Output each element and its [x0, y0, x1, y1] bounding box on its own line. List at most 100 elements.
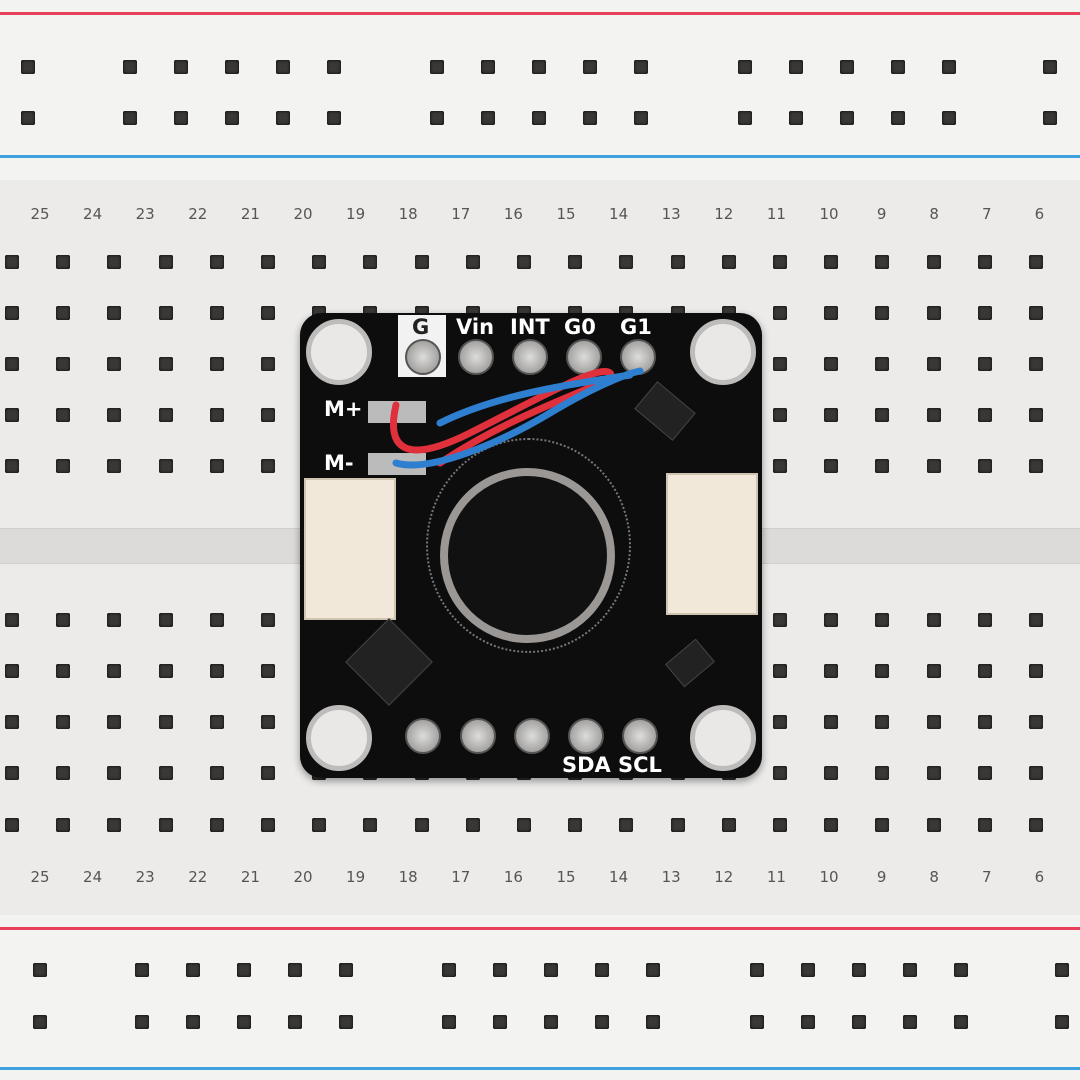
- breadboard-hole: [773, 459, 787, 473]
- breadboard-hole: [339, 1015, 353, 1029]
- column-number: 6: [1034, 868, 1045, 886]
- column-number: 17: [451, 868, 471, 886]
- breadboard-hole: [21, 111, 35, 125]
- breadboard-hole: [977, 357, 992, 371]
- mounting-hole: [690, 705, 756, 771]
- breadboard-hole: [595, 1015, 609, 1029]
- breadboard-hole: [773, 818, 787, 832]
- breadboard-hole: [363, 255, 378, 269]
- breadboard-hole: [158, 255, 173, 269]
- breadboard-hole: [926, 613, 941, 627]
- breadboard-hole: [465, 255, 480, 269]
- mounting-hole: [306, 705, 372, 771]
- positive-rail-line: [0, 12, 1080, 15]
- breadboard-hole: [442, 1015, 456, 1029]
- breadboard-hole: [721, 818, 736, 832]
- column-number: 14: [609, 205, 629, 223]
- breadboard-hole: [738, 111, 752, 125]
- breadboard-hole: [1029, 357, 1043, 371]
- column-number: 13: [661, 868, 681, 886]
- breadboard-hole: [56, 357, 71, 371]
- breadboard-hole: [430, 111, 444, 125]
- breadboard-hole: [977, 664, 992, 678]
- breadboard-hole: [225, 60, 239, 74]
- breadboard-hole: [493, 963, 507, 977]
- header-pin: [458, 339, 494, 375]
- pin-label-int: INT: [510, 315, 550, 339]
- breadboard-hole: [261, 613, 275, 627]
- column-number: 16: [503, 868, 523, 886]
- breadboard-hole: [824, 306, 839, 320]
- column-number: 24: [83, 868, 103, 886]
- breadboard-hole: [158, 818, 173, 832]
- column-number: 20: [293, 205, 313, 223]
- breadboard-hole: [903, 1015, 917, 1029]
- breadboard-hole: [646, 1015, 660, 1029]
- haptic-motor-module: G Vin INT G0 G1 M+ M- SDA SCL: [300, 313, 762, 778]
- breadboard-hole: [977, 818, 992, 832]
- breadboard-hole: [1029, 459, 1043, 473]
- bottom-power-rail: [0, 915, 1080, 1080]
- breadboard-hole: [926, 766, 941, 780]
- column-number: 14: [609, 868, 629, 886]
- breadboard-hole: [5, 818, 19, 832]
- pad-label-m-plus: M+: [324, 397, 363, 421]
- breadboard-hole: [1029, 306, 1043, 320]
- breadboard-hole: [824, 818, 839, 832]
- header-pin: [568, 718, 604, 754]
- breadboard-hole: [174, 60, 188, 74]
- breadboard-hole: [773, 408, 787, 422]
- breadboard-hole: [977, 613, 992, 627]
- column-number: 22: [188, 205, 208, 223]
- breadboard-hole: [209, 255, 224, 269]
- breadboard-hole: [312, 818, 327, 832]
- breadboard-hole: [977, 255, 992, 269]
- breadboard-hole: [926, 408, 941, 422]
- breadboard-hole: [875, 664, 890, 678]
- positive-rail-line: [0, 927, 1080, 930]
- breadboard-hole: [544, 1015, 558, 1029]
- column-number: 21: [240, 868, 260, 886]
- column-number: 16: [503, 205, 523, 223]
- mounting-hole: [690, 319, 756, 385]
- breadboard-hole: [926, 664, 941, 678]
- breadboard-hole: [875, 818, 890, 832]
- breadboard-hole: [225, 111, 239, 125]
- breadboard-hole: [568, 818, 583, 832]
- breadboard-hole: [1043, 60, 1057, 74]
- column-number: 15: [556, 205, 576, 223]
- breadboard-hole: [493, 1015, 507, 1029]
- breadboard-hole: [237, 1015, 251, 1029]
- breadboard-hole: [852, 963, 866, 977]
- column-number: 8: [929, 868, 939, 886]
- breadboard-hole: [926, 306, 941, 320]
- breadboard-hole: [209, 818, 224, 832]
- breadboard-hole: [56, 408, 71, 422]
- breadboard-hole: [158, 715, 173, 729]
- breadboard-hole: [174, 111, 188, 125]
- column-number: 21: [240, 205, 260, 223]
- breadboard-hole: [875, 255, 890, 269]
- negative-rail-line: [0, 155, 1080, 158]
- column-number: 23: [135, 205, 155, 223]
- breadboard-hole: [339, 963, 353, 977]
- breadboard-hole: [5, 357, 19, 371]
- breadboard-hole: [824, 357, 839, 371]
- column-number: 18: [398, 868, 418, 886]
- column-number: 25: [30, 205, 50, 223]
- breadboard-hole: [107, 408, 122, 422]
- grove-connector-left: [304, 478, 396, 620]
- breadboard-hole: [1029, 818, 1043, 832]
- breadboard-hole: [107, 459, 122, 473]
- breadboard-hole: [261, 459, 275, 473]
- breadboard-hole: [789, 111, 803, 125]
- breadboard-hole: [1043, 111, 1057, 125]
- breadboard-hole: [158, 357, 173, 371]
- column-number: 7: [982, 868, 992, 886]
- breadboard-hole: [824, 459, 839, 473]
- breadboard-hole: [5, 715, 19, 729]
- column-number: 9: [876, 868, 887, 886]
- breadboard-hole: [773, 664, 787, 678]
- column-number: 11: [766, 205, 786, 223]
- breadboard-hole: [158, 459, 173, 473]
